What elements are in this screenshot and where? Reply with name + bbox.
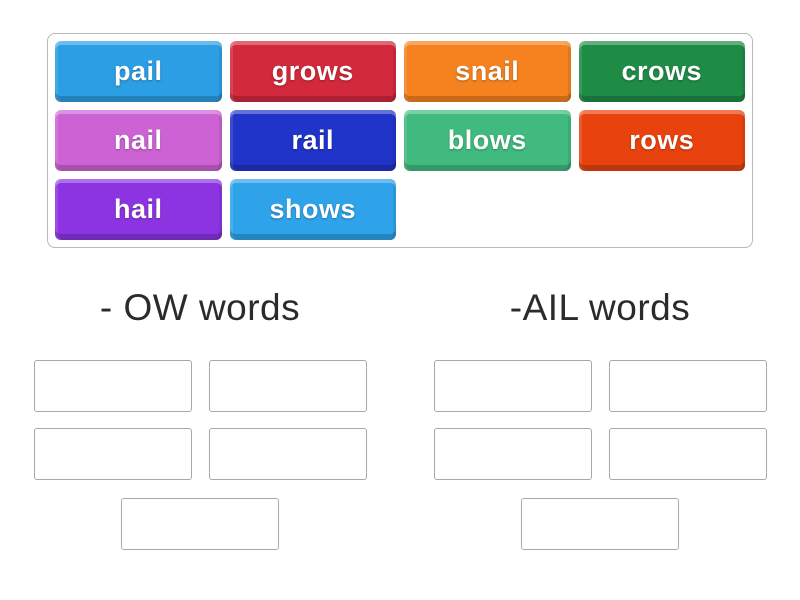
word-tile-label: blows <box>447 125 527 155</box>
word-tile-label: shows <box>269 194 357 224</box>
word-tile-label: rail <box>291 125 335 155</box>
drop-slot-ow-3[interactable] <box>33 427 192 480</box>
group-ail-words: -AIL words <box>400 283 800 550</box>
group-title-ail: -AIL words <box>509 287 691 328</box>
group-ow-words: - OW words <box>0 283 400 550</box>
word-tile-pail[interactable]: pail <box>55 41 222 102</box>
word-tile-label: nail <box>113 125 163 155</box>
drop-slot-ow-2[interactable] <box>208 359 367 412</box>
word-tile-label: rows <box>629 125 695 155</box>
drop-slot-ail-3[interactable] <box>433 427 592 480</box>
drop-slot-ow-1[interactable] <box>33 359 192 412</box>
drop-slot-ail-2[interactable] <box>608 359 767 412</box>
word-tile-label: crows <box>621 56 703 86</box>
word-tile-label: hail <box>113 194 163 224</box>
drop-slot-ail-4[interactable] <box>608 427 767 480</box>
word-tile-rail[interactable]: rail <box>229 110 396 171</box>
category-groups: - OW words -AIL words <box>0 283 800 550</box>
drop-slot-ail-5[interactable] <box>521 497 679 550</box>
word-tile-label: grows <box>271 56 354 86</box>
group-ow-slots <box>33 359 367 550</box>
word-tile-nail[interactable]: nail <box>55 110 222 171</box>
word-tile-crows[interactable]: crows <box>578 41 745 102</box>
word-tile-label: pail <box>113 56 163 86</box>
word-tile-hail[interactable]: hail <box>55 179 222 240</box>
drop-slot-ail-1[interactable] <box>433 359 592 412</box>
word-tile-grows[interactable]: grows <box>229 41 396 102</box>
word-tray: pail grows snail crows nail rail blows r… <box>47 33 753 248</box>
word-tile-label: snail <box>455 56 520 86</box>
drop-slot-ow-5[interactable] <box>121 497 279 550</box>
word-tile-rows[interactable]: rows <box>578 110 745 171</box>
word-tile-snail[interactable]: snail <box>404 41 571 102</box>
word-tile-shows[interactable]: shows <box>229 179 396 240</box>
drop-slot-ow-4[interactable] <box>208 427 367 480</box>
group-title-ow: - OW words <box>99 287 301 328</box>
group-ail-slots <box>433 359 767 550</box>
word-tile-blows[interactable]: blows <box>404 110 571 171</box>
